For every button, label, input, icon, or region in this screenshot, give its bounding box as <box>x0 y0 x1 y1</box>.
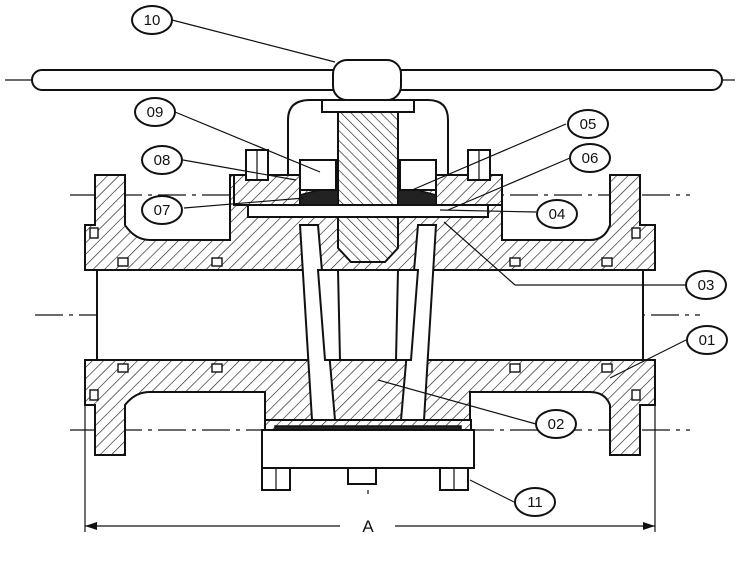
callout-08: 08 <box>141 145 183 175</box>
callouts: 10 09 08 07 05 06 04 03 <box>131 5 728 517</box>
svg-text:03: 03 <box>698 277 715 294</box>
callout-10: 10 <box>131 5 173 35</box>
svg-text:11: 11 <box>527 494 543 511</box>
dimension-label: A <box>362 517 374 536</box>
svg-text:10: 10 <box>144 12 161 29</box>
callout-06: 06 <box>569 143 611 173</box>
callout-01: 01 <box>686 325 728 355</box>
callout-02: 02 <box>535 409 577 439</box>
svg-text:06: 06 <box>582 150 599 167</box>
svg-text:07: 07 <box>154 202 171 219</box>
tapered-plug <box>298 224 438 421</box>
callout-09: 09 <box>134 97 176 127</box>
svg-text:08: 08 <box>154 152 171 169</box>
svg-text:09: 09 <box>147 104 164 121</box>
callout-05: 05 <box>567 109 609 139</box>
callout-07: 07 <box>141 195 183 225</box>
svg-text:05: 05 <box>580 116 597 133</box>
callout-04: 04 <box>536 199 578 229</box>
svg-text:04: 04 <box>549 206 566 223</box>
leader-lines <box>171 19 687 503</box>
callout-11: 11 <box>514 487 556 517</box>
svg-text:01: 01 <box>699 332 716 349</box>
stem <box>337 111 399 263</box>
handle-bar <box>31 59 723 101</box>
callout-03: 03 <box>685 270 727 300</box>
bottom-cover <box>261 419 475 491</box>
svg-text:02: 02 <box>548 416 565 433</box>
dimension-a: A <box>84 405 656 536</box>
yoke <box>287 99 449 180</box>
valve-body <box>84 174 656 456</box>
gland-cover <box>233 149 503 218</box>
